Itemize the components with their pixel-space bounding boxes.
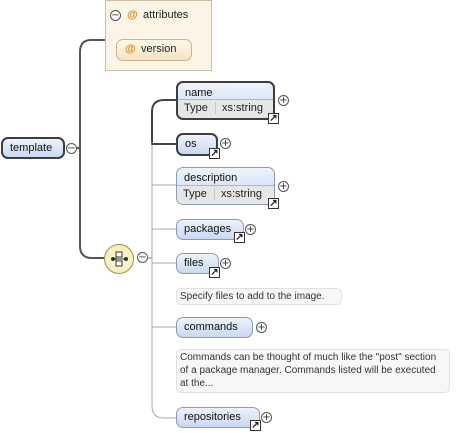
expand-icon[interactable]: + — [261, 412, 272, 423]
attribute-label: version — [141, 43, 177, 55]
element-description[interactable]: description Type xs:string — [176, 167, 275, 205]
element-documentation: Specify files to add to the image. — [176, 288, 342, 305]
expand-icon[interactable]: + — [256, 322, 267, 333]
element-label: repositories — [184, 411, 241, 423]
collapse-icon[interactable]: − — [137, 252, 148, 263]
expand-icon[interactable]: + — [220, 138, 231, 149]
type-bar: Type xs:string — [178, 99, 273, 118]
type-label: Type — [184, 102, 208, 114]
element-label: commands — [184, 321, 238, 333]
element-packages[interactable]: packages — [176, 219, 244, 240]
expand-icon[interactable]: + — [278, 181, 289, 192]
attribute-version[interactable]: @ version — [116, 39, 192, 61]
element-documentation: Commands can be thought of much like the… — [176, 349, 450, 393]
expand-icon[interactable]: + — [220, 258, 231, 269]
element-repositories[interactable]: repositories — [176, 407, 260, 428]
sequence-glyph — [111, 251, 128, 267]
element-label: name — [185, 87, 213, 99]
root-element-label: template — [10, 142, 53, 154]
type-label: Type — [183, 188, 207, 200]
element-label: files — [184, 257, 204, 269]
reference-icon[interactable]: ↗ — [209, 148, 220, 159]
reference-icon[interactable]: ↗ — [268, 198, 279, 209]
root-element-template[interactable]: template — [1, 137, 65, 159]
attribute-icon: @ — [125, 43, 136, 55]
expand-icon[interactable]: + — [245, 224, 256, 235]
expand-icon[interactable]: + — [278, 95, 289, 106]
element-name[interactable]: name Type xs:string — [176, 81, 275, 120]
element-os[interactable]: os — [176, 133, 218, 156]
reference-icon[interactable]: ↗ — [209, 267, 220, 278]
type-value: xs:string — [214, 188, 262, 200]
element-label: os — [185, 138, 197, 150]
sequence-compositor-icon[interactable] — [104, 244, 134, 274]
attribute-icon: @ — [127, 9, 138, 21]
element-files[interactable]: files — [176, 253, 219, 274]
attributes-label: attributes — [143, 9, 189, 21]
type-bar: Type xs:string — [177, 185, 274, 204]
reference-icon[interactable]: ↗ — [234, 232, 245, 243]
reference-icon[interactable]: ↗ — [268, 113, 279, 124]
element-label: description — [184, 172, 238, 184]
collapse-icon[interactable]: − — [110, 10, 121, 21]
type-value: xs:string — [215, 102, 263, 114]
element-label: packages — [184, 223, 232, 235]
element-commands[interactable]: commands — [176, 317, 253, 338]
collapse-icon[interactable]: − — [66, 143, 77, 154]
reference-icon[interactable]: ↗ — [250, 420, 261, 431]
